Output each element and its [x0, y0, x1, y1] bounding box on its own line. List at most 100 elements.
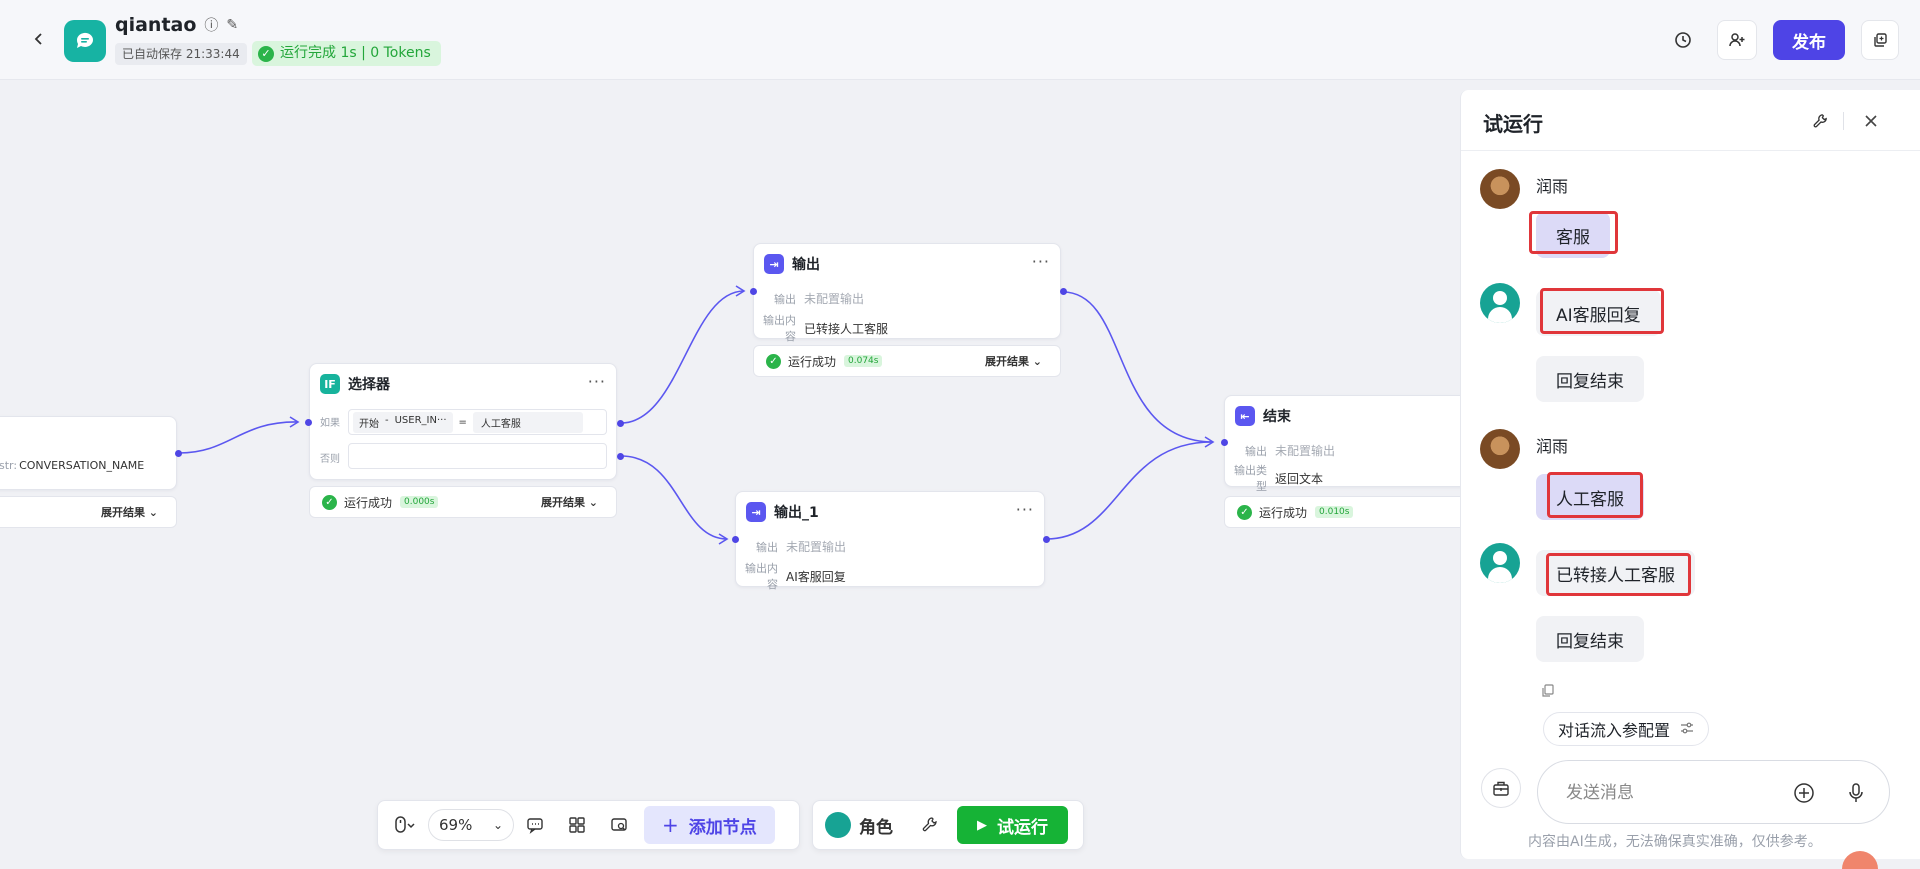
- publish-button[interactable]: 发布: [1773, 20, 1845, 60]
- test-run-label: 试运行: [997, 817, 1048, 838]
- microphone-icon[interactable]: [1841, 778, 1871, 808]
- history-icon[interactable]: [1663, 20, 1703, 60]
- workflow-canvas[interactable]: str: CONVERSATION_NAME 展开结果 ⌄ IF 选择器 ···…: [0, 81, 1484, 869]
- role-button[interactable]: 角色: [825, 807, 893, 843]
- selector-if-port[interactable]: [617, 420, 624, 427]
- end-type-row: 输出类型 返回文本: [1225, 462, 1323, 494]
- edit-icon[interactable]: ✎: [226, 17, 239, 33]
- layout-grid-icon[interactable]: [556, 807, 598, 843]
- out-val: 未配置输出: [786, 540, 847, 554]
- autosave-badge: 已自动保存 21:33:44: [115, 43, 247, 65]
- edge-layer: [178, 285, 1215, 545]
- cond-source: 开始: [359, 418, 379, 430]
- run-time-badge: 0.074s: [844, 355, 883, 367]
- minimap-icon[interactable]: [598, 807, 640, 843]
- more-options-icon[interactable]: ···: [587, 372, 606, 391]
- close-icon[interactable]: [1858, 108, 1884, 134]
- output-result-bar: ✓ 运行成功 0.074s 展开结果 ⌄: [753, 345, 1061, 377]
- pointer-mode-button[interactable]: [382, 807, 428, 843]
- end-node[interactable]: ⇤ 结束 输出 未配置输出 输出类型 返回文本: [1224, 395, 1484, 493]
- canvas-toolbar: 69% ⌄ + 添加节点: [377, 800, 800, 850]
- edge-arrow: [1204, 436, 1215, 448]
- highlight-box: [1546, 553, 1691, 596]
- run-toolbar: 角色 ▶ 试运行: [812, 800, 1084, 850]
- output1-node-header: ⇥ 输出_1: [746, 502, 819, 522]
- highlight-box: [1529, 211, 1618, 254]
- app-logo-icon: [64, 20, 106, 62]
- start-node-out-port[interactable]: [175, 450, 182, 457]
- copy-window-icon[interactable]: [1861, 20, 1899, 60]
- top-header: qiantao ⓘ ✎ 已自动保存 21:33:44 ✓ 运行完成 1s | 0…: [0, 0, 1920, 80]
- output1-out-port[interactable]: [1043, 536, 1050, 543]
- add-circle-icon[interactable]: [1789, 778, 1819, 808]
- param-btn-label: 对话流入参配置: [1558, 721, 1671, 740]
- role-label: 角色: [859, 817, 893, 838]
- edge-output1-end: [1045, 441, 1214, 540]
- zoom-select[interactable]: 69% ⌄: [428, 809, 514, 841]
- out-val: 未配置输出: [804, 292, 865, 306]
- app-title-row: qiantao ⓘ ✎: [115, 14, 238, 36]
- output-node-header: ⇥ 输出: [764, 254, 820, 274]
- sliders-icon: [1680, 720, 1694, 739]
- output-content-row: 输出内容 AI客服回复: [736, 560, 846, 592]
- output1-in-port[interactable]: [732, 536, 739, 543]
- more-options-icon[interactable]: ···: [1015, 500, 1034, 519]
- back-arrow-icon[interactable]: [28, 28, 50, 50]
- else-row[interactable]: [348, 443, 607, 469]
- expand-results-link[interactable]: 展开结果 ⌄: [984, 355, 1042, 368]
- role-avatar-icon: [825, 812, 851, 838]
- output-in-port[interactable]: [750, 288, 757, 295]
- add-node-button[interactable]: + 添加节点: [644, 806, 775, 844]
- condition-row[interactable]: 开始 - USER_IN··· = 人工客服: [348, 409, 607, 435]
- end-node-title: 结束: [1263, 409, 1291, 425]
- expand-results-link[interactable]: 展开结果 ⌄: [100, 506, 158, 519]
- assistant-float-icon[interactable]: [1842, 851, 1878, 869]
- selector-in-port[interactable]: [305, 419, 312, 426]
- start-node[interactable]: str: CONVERSATION_NAME: [0, 416, 177, 490]
- content-val: 已转接人工客服: [804, 321, 889, 336]
- output-row: 输出 未配置输出: [754, 290, 864, 307]
- bot-avatar: [1480, 543, 1520, 583]
- bot-message: 回复结束: [1536, 616, 1644, 662]
- plus-icon: +: [662, 813, 679, 837]
- toolbox-icon[interactable]: [1481, 768, 1521, 808]
- selector-node[interactable]: IF 选择器 ··· 如果 开始 - USER_IN··· = 人工客服 否则: [309, 363, 617, 480]
- content-val: AI客服回复: [786, 569, 846, 584]
- output-node[interactable]: ⇥ 输出 ··· 输出 未配置输出 输出内容 已转接人工客服: [753, 243, 1061, 343]
- end-output-row: 输出 未配置输出: [1225, 442, 1335, 459]
- message-input[interactable]: [1566, 781, 1766, 805]
- user-message: 客服: [1536, 212, 1610, 258]
- info-icon[interactable]: ⓘ: [204, 18, 219, 34]
- copy-icon[interactable]: [1541, 684, 1555, 702]
- output-out-port[interactable]: [1060, 288, 1067, 295]
- wrench-icon[interactable]: [907, 807, 953, 843]
- selector-node-header: IF 选择器: [320, 374, 390, 394]
- sender-name: 润雨: [1536, 177, 1569, 196]
- output1-node-title: 输出_1: [774, 505, 819, 521]
- collaborator-add-icon[interactable]: [1717, 20, 1757, 60]
- content-key: 输出内容: [745, 562, 778, 591]
- edge-arrow: [735, 285, 746, 297]
- output1-node[interactable]: ⇥ 输出_1 ··· 输出 未配置输出 输出内容 AI客服回复: [735, 491, 1045, 591]
- out-key: 输出: [1245, 444, 1267, 458]
- comment-icon[interactable]: [514, 807, 556, 843]
- type-key: 输出类型: [1234, 464, 1267, 493]
- sender-name: 润雨: [1536, 437, 1569, 456]
- end-node-header: ⇤ 结束: [1235, 406, 1291, 426]
- more-options-icon[interactable]: ···: [1031, 252, 1050, 271]
- wrench-icon[interactable]: [1807, 108, 1833, 134]
- test-run-button[interactable]: ▶ 试运行: [957, 806, 1068, 844]
- if-icon: IF: [320, 374, 340, 394]
- run-time-badge: 0.000s: [400, 496, 439, 508]
- edge-selector-output: [620, 290, 745, 424]
- expand-results-link[interactable]: 展开结果 ⌄: [540, 496, 598, 509]
- conversation-params-button[interactable]: 对话流入参配置: [1543, 712, 1710, 746]
- run-status-text: 运行完成 1s | 0 Tokens: [280, 45, 431, 61]
- user-avatar: [1480, 169, 1520, 209]
- end-in-port[interactable]: [1221, 439, 1228, 446]
- selector-else-port[interactable]: [617, 453, 624, 460]
- cond-value: 人工客服: [472, 411, 583, 433]
- add-node-label: 添加节点: [688, 817, 757, 838]
- check-circle-icon: ✓: [258, 45, 274, 62]
- bot-message: 回复结束: [1536, 356, 1644, 402]
